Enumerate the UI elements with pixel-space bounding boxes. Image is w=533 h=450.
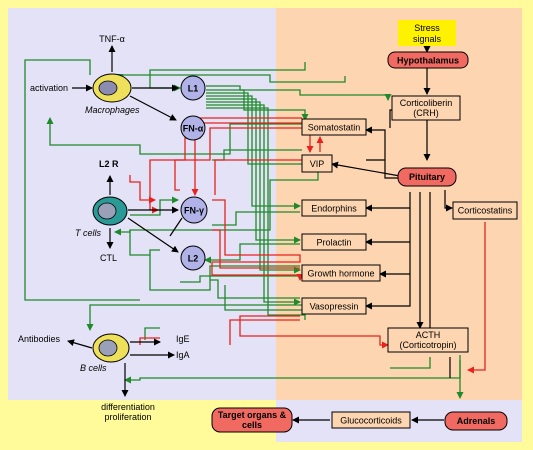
l1-cytokine: L1 [180, 75, 206, 101]
t-cells-label: T cells [75, 228, 102, 238]
immune-panel [8, 8, 276, 400]
prolactin-node: Prolactin [301, 233, 367, 251]
macrophage-cell [92, 73, 132, 103]
b-cells-label: B cells [80, 363, 107, 373]
pituitary-label: Pituitary [409, 172, 445, 182]
ctl-label: CTL [100, 253, 117, 263]
fng-label: FN-γ [184, 206, 204, 216]
vip-node: VIP [301, 154, 333, 173]
differentiation-label: differentiation [101, 402, 155, 412]
crh-line2: (CRH) [413, 108, 439, 118]
tnf-label: TNF-α [99, 34, 125, 44]
crh-line1: Corticoliberin [400, 98, 453, 108]
endorphins-node: Endorphins [301, 199, 367, 217]
fn-gamma-cytokine: FN-γ [180, 196, 208, 224]
vasopressin-node: Vasopressin [301, 297, 367, 315]
somatostatin-label: Somatostatin [308, 123, 361, 133]
stress-signals-label: Stress signals [398, 20, 456, 46]
vip-label: VIP [310, 159, 325, 169]
crh-node: Corticoliberin (CRH) [391, 95, 461, 121]
adrenals-node: Adrenals [444, 411, 508, 431]
antibodies-label: Antibodies [18, 334, 61, 344]
activation-label: activation [30, 83, 68, 93]
l2r-label: L2 R [99, 159, 119, 169]
iga-label: IgA [176, 350, 190, 360]
target-line2: cells [242, 420, 262, 430]
l2-cytokine: L2 [180, 245, 206, 271]
somatostatin-node: Somatostatin [301, 118, 367, 136]
glucocorticoids-node: Glucocorticoids [331, 411, 411, 429]
endorphins-label: Endorphins [311, 204, 357, 214]
growth-hormone-node: Growth hormone [301, 264, 381, 282]
stress-line1: Stress [414, 23, 440, 33]
hypothalamus-label: Hypothalamus [397, 56, 459, 66]
ige-label: IgE [176, 334, 190, 344]
target-organs-node: Target organs & cells [211, 407, 293, 433]
fna-label: FN-α [183, 124, 204, 134]
pituitary-node: Pituitary [397, 167, 457, 187]
l1-label: L1 [188, 84, 199, 94]
black-connections [67, 45, 453, 424]
growth-hormone-label: Growth hormone [307, 269, 374, 279]
glucocorticoids-label: Glucocorticoids [340, 416, 402, 426]
acth-node: ACTH (Corticotropin) [387, 327, 469, 353]
l2-label: L2 [188, 254, 199, 264]
t-cell [92, 196, 128, 226]
adrenals-label: Adrenals [457, 416, 496, 426]
vasopressin-label: Vasopressin [310, 302, 359, 312]
b-cell [92, 333, 130, 363]
hypothalamus-node: Hypothalamus [387, 51, 469, 69]
macrophages-label: Macrophages [85, 105, 140, 115]
acth-line2: (Corticotropin) [399, 340, 456, 350]
acth-line1: ACTH [416, 330, 441, 340]
stress-line2: signals [413, 34, 442, 44]
prolactin-label: Prolactin [316, 238, 351, 248]
target-line1: Target organs & [218, 410, 287, 420]
fn-alpha-cytokine: FN-α [180, 115, 206, 141]
corticostatins-node: Corticostatins [452, 201, 518, 220]
corticostatins-label: Corticostatins [458, 206, 513, 216]
proliferation-label: proliferation [104, 412, 151, 422]
